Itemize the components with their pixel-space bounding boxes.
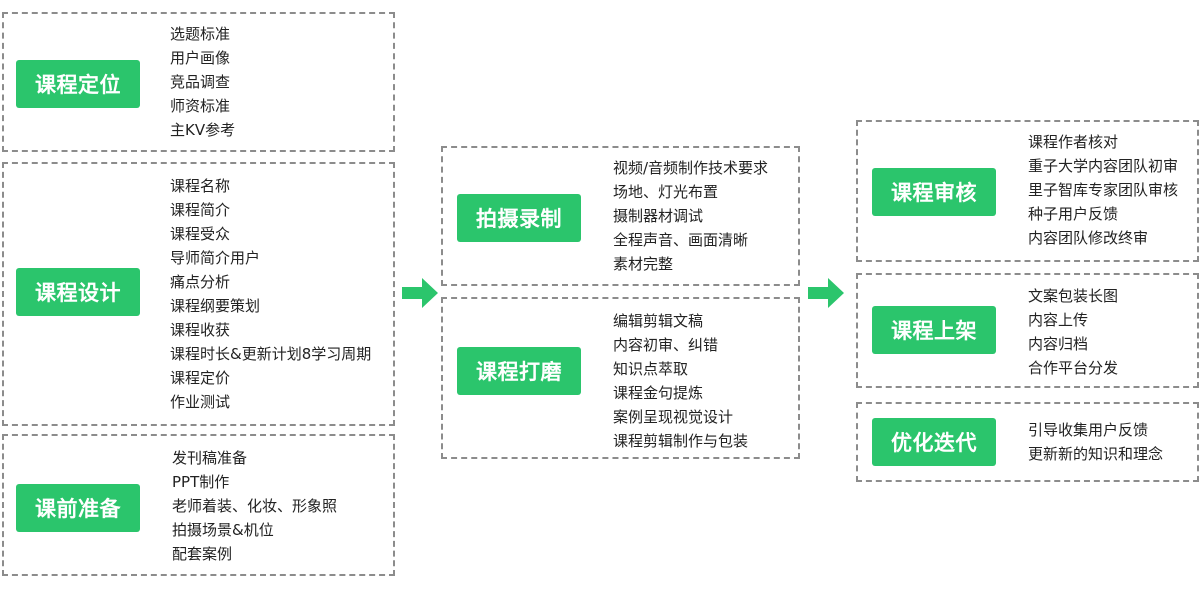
list-item: 案例呈现视觉设计 [613, 408, 734, 426]
list-item: 摄制器材调试 [613, 207, 704, 225]
list-item: 用户画像 [170, 49, 231, 67]
list-polishing: 编辑剪辑文稿 内容初审、纠错 知识点萃取 课程金句提炼 案例呈现视觉设计 课程剪… [613, 309, 748, 453]
list-item: 全程声音、画面清晰 [613, 231, 749, 249]
group-pre-class-prep: 课前准备 发刊稿准备 PPT制作 老师着装、化妆、形象照 拍摄场景&机位 配套案… [2, 434, 395, 576]
list-filming: 视频/音频制作技术要求 场地、灯光布置 摄制器材调试 全程声音、画面清晰 素材完… [613, 156, 768, 276]
group-filming: 拍摄录制 视频/音频制作技术要求 场地、灯光布置 摄制器材调试 全程声音、画面清… [441, 146, 800, 286]
list-item: 内容初审、纠错 [613, 336, 719, 354]
tag-review: 课程审核 [872, 168, 996, 216]
list-item: 主KV参考 [170, 121, 236, 139]
list-item: 内容团队修改终审 [1028, 229, 1149, 247]
list-item: 导师简介用户 [170, 249, 261, 267]
list-item: 课程简介 [170, 201, 231, 219]
tag-course-positioning: 课程定位 [16, 60, 140, 108]
list-item: 视频/音频制作技术要求 [613, 159, 769, 177]
list-item: 师资标准 [170, 97, 231, 115]
list-item: 痛点分析 [170, 273, 231, 291]
list-item: PPT制作 [172, 473, 230, 491]
list-item: 课程收获 [170, 321, 231, 339]
group-iteration: 优化迭代 引导收集用户反馈 更新新的知识和理念 [856, 402, 1199, 482]
list-item: 老师着装、化妆、形象照 [172, 497, 338, 515]
tag-polishing: 课程打磨 [457, 347, 581, 395]
list-item: 引导收集用户反馈 [1028, 421, 1149, 439]
list-launch: 文案包装长图 内容上传 内容归档 合作平台分发 [1028, 284, 1118, 380]
tag-launch: 课程上架 [872, 306, 996, 354]
list-course-design: 课程名称 课程简介 课程受众 导师简介用户 痛点分析 课程纲要策划 课程收获 课… [170, 174, 371, 414]
list-course-positioning: 选题标准 用户画像 竞品调查 师资标准 主KV参考 [170, 22, 235, 142]
list-iteration: 引导收集用户反馈 更新新的知识和理念 [1028, 418, 1163, 466]
list-item: 发刊稿准备 [172, 449, 248, 467]
tag-iteration: 优化迭代 [872, 418, 996, 466]
list-item: 课程金句提炼 [613, 384, 704, 402]
group-course-positioning: 课程定位 选题标准 用户画像 竞品调查 师资标准 主KV参考 [2, 12, 395, 152]
group-course-design: 课程设计 课程名称 课程简介 课程受众 导师简介用户 痛点分析 课程纲要策划 课… [2, 162, 395, 426]
list-item: 课程受众 [170, 225, 231, 243]
list-item: 编辑剪辑文稿 [613, 312, 704, 330]
list-item: 竞品调查 [170, 73, 231, 91]
list-item: 里子智库专家团队审核 [1028, 181, 1179, 199]
list-item: 知识点萃取 [613, 360, 689, 378]
list-item: 选题标准 [170, 25, 231, 43]
list-item: 合作平台分发 [1028, 359, 1119, 377]
list-item: 内容上传 [1028, 311, 1089, 329]
tag-pre-class-prep: 课前准备 [16, 484, 140, 532]
list-review: 课程作者核对 重子大学内容团队初审 里子智库专家团队审核 种子用户反馈 内容团队… [1028, 130, 1178, 250]
list-item: 课程作者核对 [1028, 133, 1119, 151]
arrow-right-icon [808, 278, 844, 308]
list-item: 课程时长&更新计划8学习周期 [170, 345, 372, 363]
list-item: 重子大学内容团队初审 [1028, 157, 1179, 175]
group-review: 课程审核 课程作者核对 重子大学内容团队初审 里子智库专家团队审核 种子用户反馈… [856, 120, 1199, 262]
group-launch: 课程上架 文案包装长图 内容上传 内容归档 合作平台分发 [856, 273, 1199, 388]
list-item: 内容归档 [1028, 335, 1089, 353]
list-item: 更新新的知识和理念 [1028, 445, 1164, 463]
list-item: 课程名称 [170, 177, 231, 195]
list-item: 课程纲要策划 [170, 297, 261, 315]
list-item: 配套案例 [172, 545, 233, 563]
list-item: 场地、灯光布置 [613, 183, 719, 201]
tag-filming: 拍摄录制 [457, 194, 581, 242]
list-pre-class-prep: 发刊稿准备 PPT制作 老师着装、化妆、形象照 拍摄场景&机位 配套案例 [172, 446, 337, 566]
list-item: 种子用户反馈 [1028, 205, 1119, 223]
list-item: 素材完整 [613, 255, 674, 273]
arrow-right-icon [402, 278, 438, 308]
list-item: 课程剪辑制作与包装 [613, 432, 749, 450]
group-polishing: 课程打磨 编辑剪辑文稿 内容初审、纠错 知识点萃取 课程金句提炼 案例呈现视觉设… [441, 297, 800, 459]
list-item: 课程定价 [170, 369, 231, 387]
list-item: 文案包装长图 [1028, 287, 1119, 305]
list-item: 作业测试 [170, 393, 231, 411]
tag-course-design: 课程设计 [16, 268, 140, 316]
list-item: 拍摄场景&机位 [172, 521, 274, 539]
